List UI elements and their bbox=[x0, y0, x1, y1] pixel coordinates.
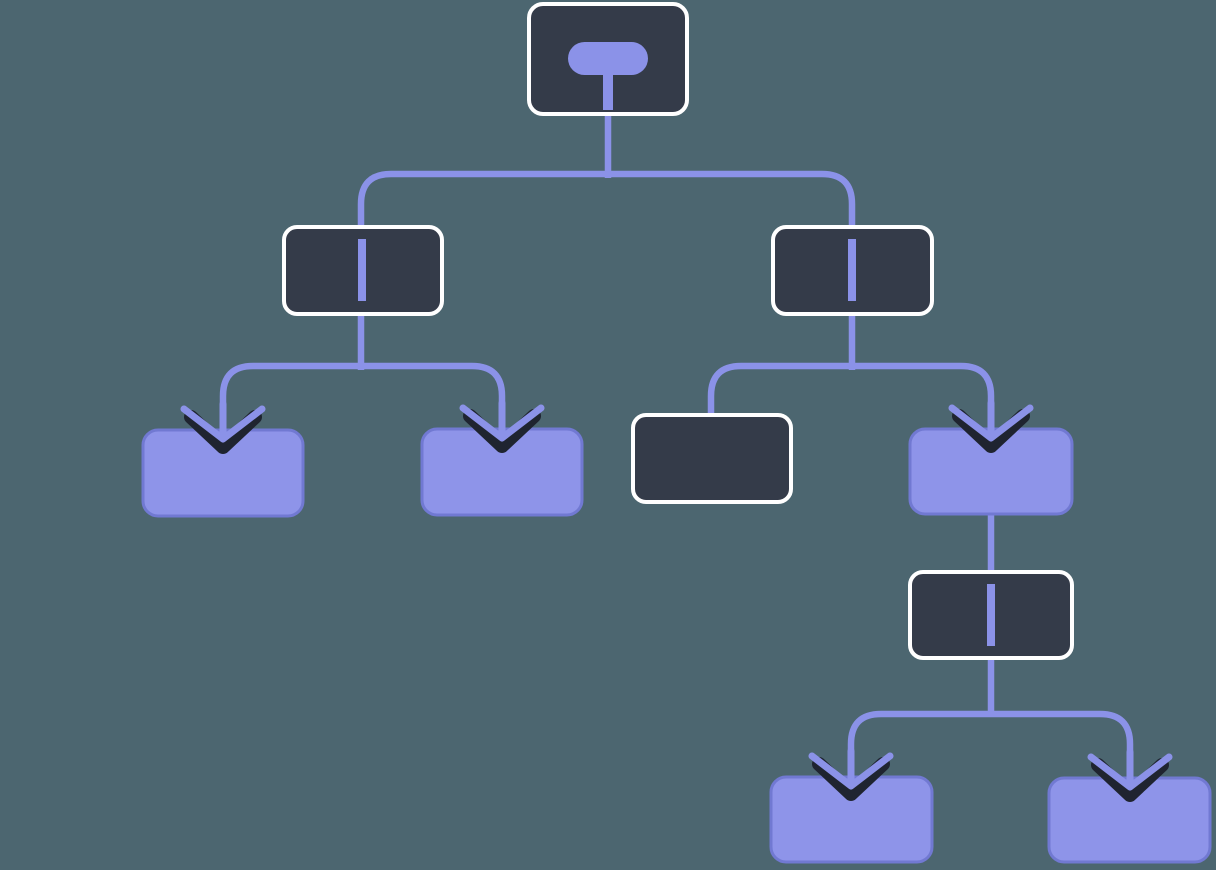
root-pill-stem bbox=[603, 70, 613, 110]
edge-level1-branch bbox=[357, 170, 856, 232]
drop-chevron-icon-leaf-1 bbox=[180, 400, 266, 454]
drop-chevron-icon-leaf-6 bbox=[1087, 748, 1173, 802]
edge-level2-left-branch bbox=[219, 362, 506, 437]
chevron-purple bbox=[808, 752, 894, 790]
edge-level2-right-branch bbox=[707, 362, 995, 436]
drop-chevron-icon-leaf-2 bbox=[459, 399, 545, 453]
node-leaf-3[interactable] bbox=[631, 413, 793, 504]
chevron-purple bbox=[459, 404, 545, 442]
edge-level4-branch bbox=[847, 710, 1134, 785]
root-pill-shape bbox=[568, 42, 648, 75]
nodes bbox=[141, 2, 1212, 864]
chevron-purple bbox=[180, 405, 266, 443]
node-icons bbox=[358, 42, 995, 646]
chevron-purple bbox=[1087, 753, 1173, 791]
drop-chevron-icon-node-4 bbox=[948, 399, 1034, 453]
drop-chevron-icon-leaf-5 bbox=[808, 747, 894, 801]
chevron-purple bbox=[948, 404, 1034, 442]
drop-markers bbox=[180, 399, 1173, 802]
root-pill-icon bbox=[568, 42, 648, 110]
